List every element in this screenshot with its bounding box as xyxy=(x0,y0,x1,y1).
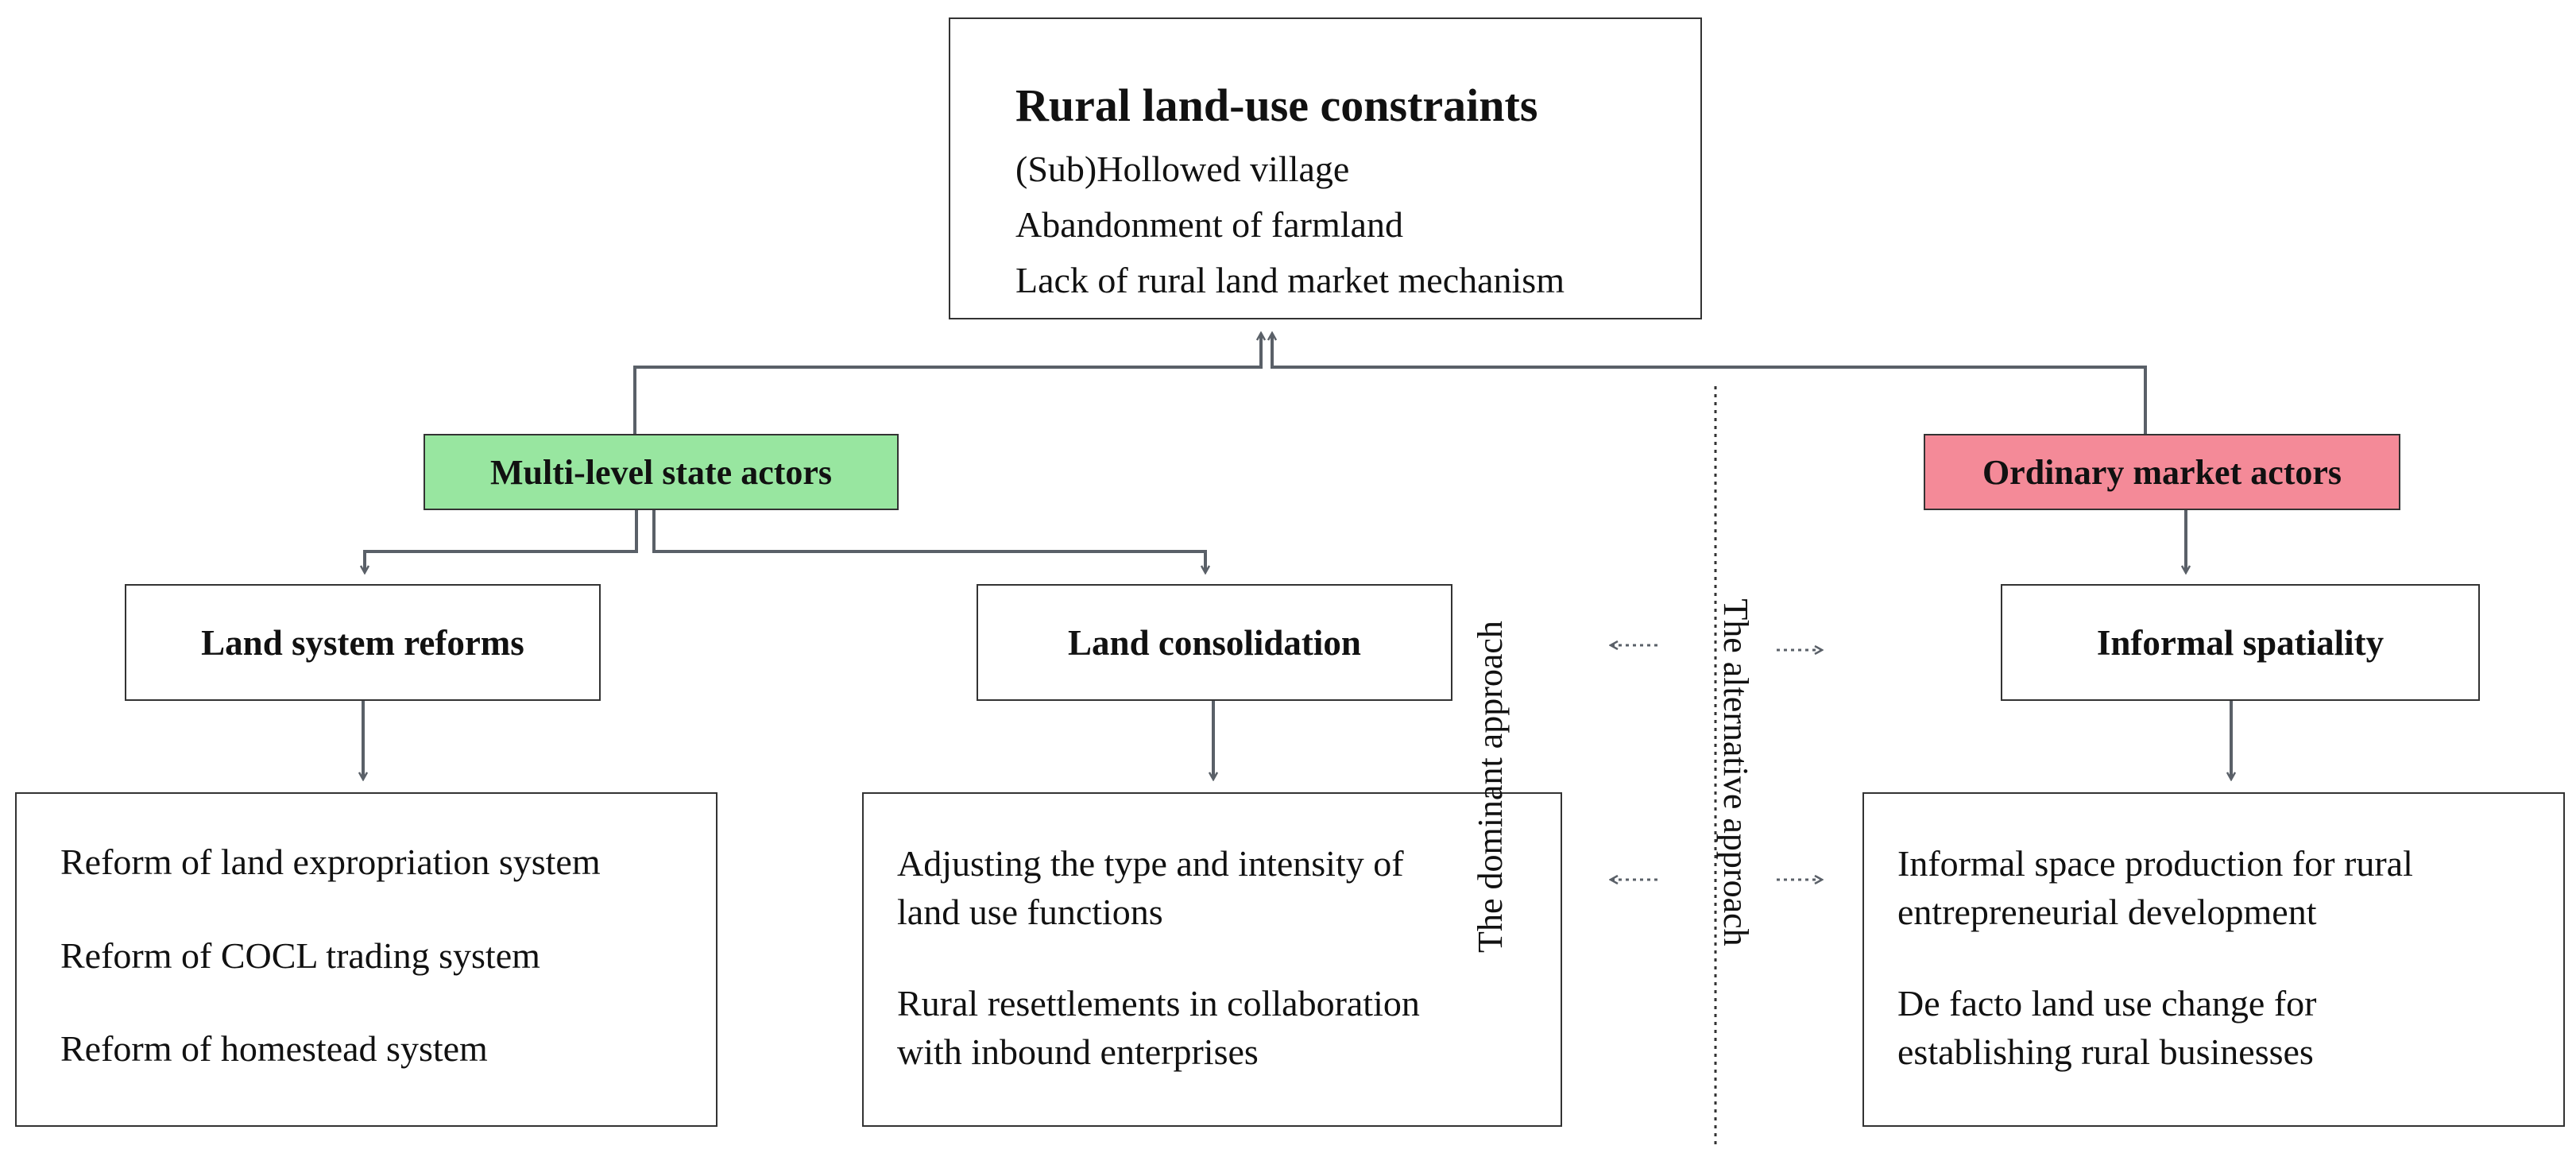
state-to-reforms-line xyxy=(365,510,638,572)
state-to-consolidation-line xyxy=(652,510,1205,572)
informal-spatiality-box: Informal spatiality xyxy=(2001,584,2480,701)
market-to-constraints-line xyxy=(1272,334,2147,434)
reform-item: Reform of land expropriation system xyxy=(60,842,601,882)
consolidation-item-line: Rural resettlements in collaboration xyxy=(897,983,1420,1023)
land-system-reforms-box: Land system reforms xyxy=(125,584,601,701)
informal-spatiality-label: Informal spatiality xyxy=(2096,622,2385,663)
constraints-heading: Rural land-use constraints xyxy=(1015,79,1538,131)
consolidation-item: Adjusting the type and intensity of land… xyxy=(864,839,1561,936)
informal-item-line: De facto land use change for xyxy=(1897,983,2317,1023)
land-consolidation-box: Land consolidation xyxy=(977,584,1452,701)
informal-item-line: establishing rural businesses xyxy=(1897,1031,2314,1072)
ordinary-market-actors-box: Ordinary market actors xyxy=(1924,434,2400,510)
land-system-reforms-details-box: Reform of land expropriation system Refo… xyxy=(15,792,717,1127)
consolidation-item-line: with inbound enterprises xyxy=(897,1031,1259,1072)
constraint-item: Abandonment of farmland xyxy=(1015,204,1403,245)
land-consolidation-label: Land consolidation xyxy=(1068,622,1361,663)
consolidation-item-line: land use functions xyxy=(897,892,1163,932)
consolidation-item: Rural resettlements in collaboration wit… xyxy=(864,979,1561,1076)
informal-item-line: Informal space production for rural xyxy=(1897,843,2413,884)
land-system-reforms-label: Land system reforms xyxy=(201,622,524,663)
consolidation-item-line: Adjusting the type and intensity of xyxy=(897,843,1404,884)
reform-item: Reform of homestead system xyxy=(60,1028,488,1069)
state-to-constraints-line xyxy=(633,334,1261,434)
constraint-item: Lack of rural land market mechanism xyxy=(1015,260,1565,300)
reform-item: Reform of COCL trading system xyxy=(60,935,540,976)
constraint-item: (Sub)Hollowed village xyxy=(1015,149,1350,189)
multi-level-state-actors-box: Multi-level state actors xyxy=(424,434,899,510)
market-actors-label: Ordinary market actors xyxy=(1982,452,2342,492)
informal-item: Informal space production for rural entr… xyxy=(1864,839,2563,936)
dominant-approach-label: The dominant approach xyxy=(1471,621,1510,953)
informal-spatiality-details-box: Informal space production for rural entr… xyxy=(1862,792,2565,1127)
land-consolidation-details-box: Adjusting the type and intensity of land… xyxy=(862,792,1562,1127)
informal-item: De facto land use change for establishin… xyxy=(1864,979,2563,1076)
alternative-approach-label: The alternative approach xyxy=(1716,598,1755,946)
rural-land-use-constraints-box: Rural land-use constraints (Sub)Hollowed… xyxy=(949,17,1702,319)
informal-item-line: entrepreneurial development xyxy=(1897,892,2317,932)
state-actors-label: Multi-level state actors xyxy=(489,452,833,492)
